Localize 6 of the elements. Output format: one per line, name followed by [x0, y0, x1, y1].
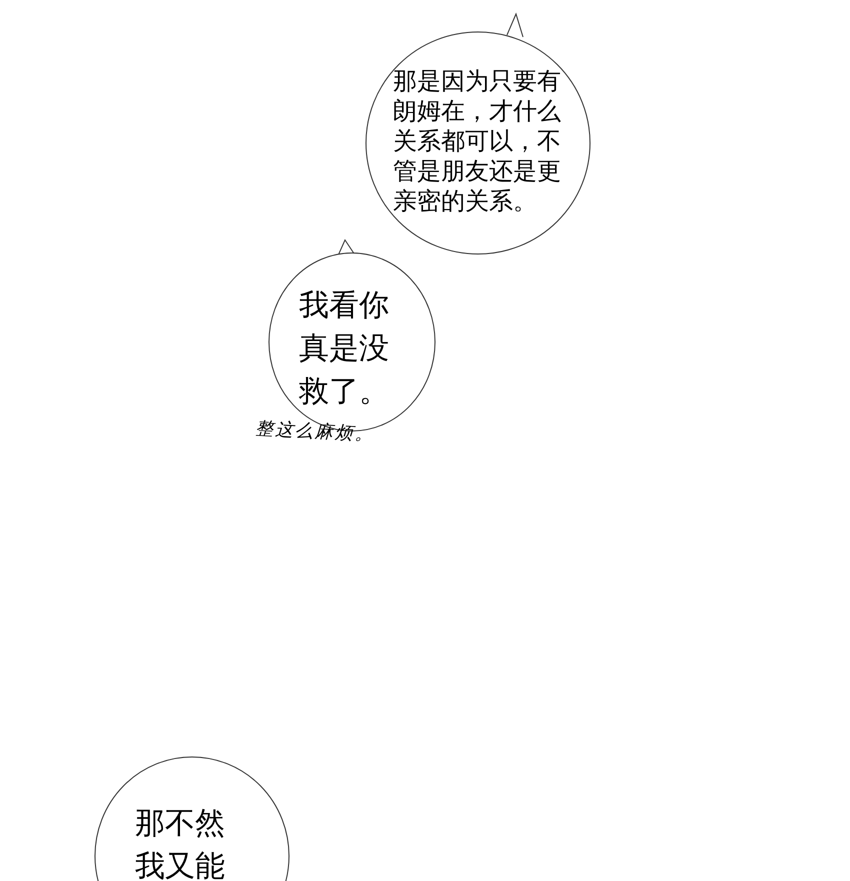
handwritten-text: 整这么麻烦。	[254, 416, 376, 448]
dialogue-text: 那不然我又能	[135, 805, 225, 881]
dialogue-text: 我看你真是没救了。	[299, 287, 389, 411]
speech-bubble	[94, 756, 292, 881]
speech-bubble	[364, 12, 592, 256]
dialogue-text: 那是因为只要有朗姆在，才什么关系都可以，不管是朋友还是更亲密的关系。	[393, 66, 561, 216]
